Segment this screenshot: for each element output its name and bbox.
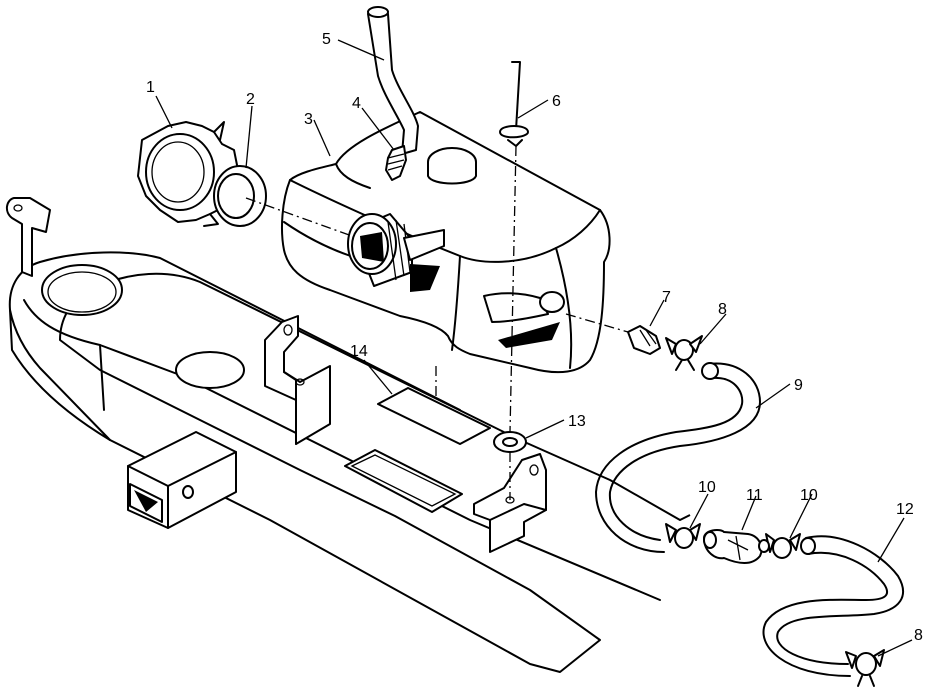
assembly-lines xyxy=(245,145,629,500)
callout-13: 13 xyxy=(568,413,586,430)
callout-11: 11 xyxy=(746,487,763,504)
callout-8-top: 8 xyxy=(718,301,727,318)
callout-3: 3 xyxy=(304,111,313,128)
outlet-fitting xyxy=(627,325,661,355)
clamp-right xyxy=(765,533,801,559)
fuel-line-lower xyxy=(762,535,904,677)
fuel-line-upper xyxy=(595,362,761,553)
tank-pad xyxy=(377,387,491,445)
vent-fitting xyxy=(385,145,407,181)
callout-9: 9 xyxy=(794,377,803,394)
callout-4: 4 xyxy=(352,95,361,112)
petcock-rod xyxy=(499,61,529,147)
callout-8-bottom: 8 xyxy=(914,627,923,644)
leader-lines xyxy=(155,39,913,657)
clamp-left xyxy=(665,523,701,549)
callout-5: 5 xyxy=(322,31,331,48)
vent-hose xyxy=(367,6,419,155)
frame xyxy=(6,197,691,673)
grommet-washer xyxy=(493,431,527,453)
callout-12: 12 xyxy=(896,501,914,518)
inline-fuel-filter xyxy=(703,529,770,564)
fuel-tank xyxy=(281,111,611,374)
callout-7: 7 xyxy=(662,289,671,306)
callout-10-right: 10 xyxy=(800,487,818,504)
callout-6: 6 xyxy=(552,93,561,110)
gasket xyxy=(213,165,267,227)
callout-14: 14 xyxy=(350,343,368,360)
callout-labels: 1 2 3 4 5 6 7 8 8 9 10 10 11 12 13 14 xyxy=(146,31,923,644)
callout-1: 1 xyxy=(146,79,155,96)
filler-cap xyxy=(137,121,247,227)
callout-2: 2 xyxy=(246,91,255,108)
hose-clamp-bottom xyxy=(845,649,885,687)
hose-clamp-top xyxy=(665,335,703,371)
callout-10-left: 10 xyxy=(698,479,716,496)
